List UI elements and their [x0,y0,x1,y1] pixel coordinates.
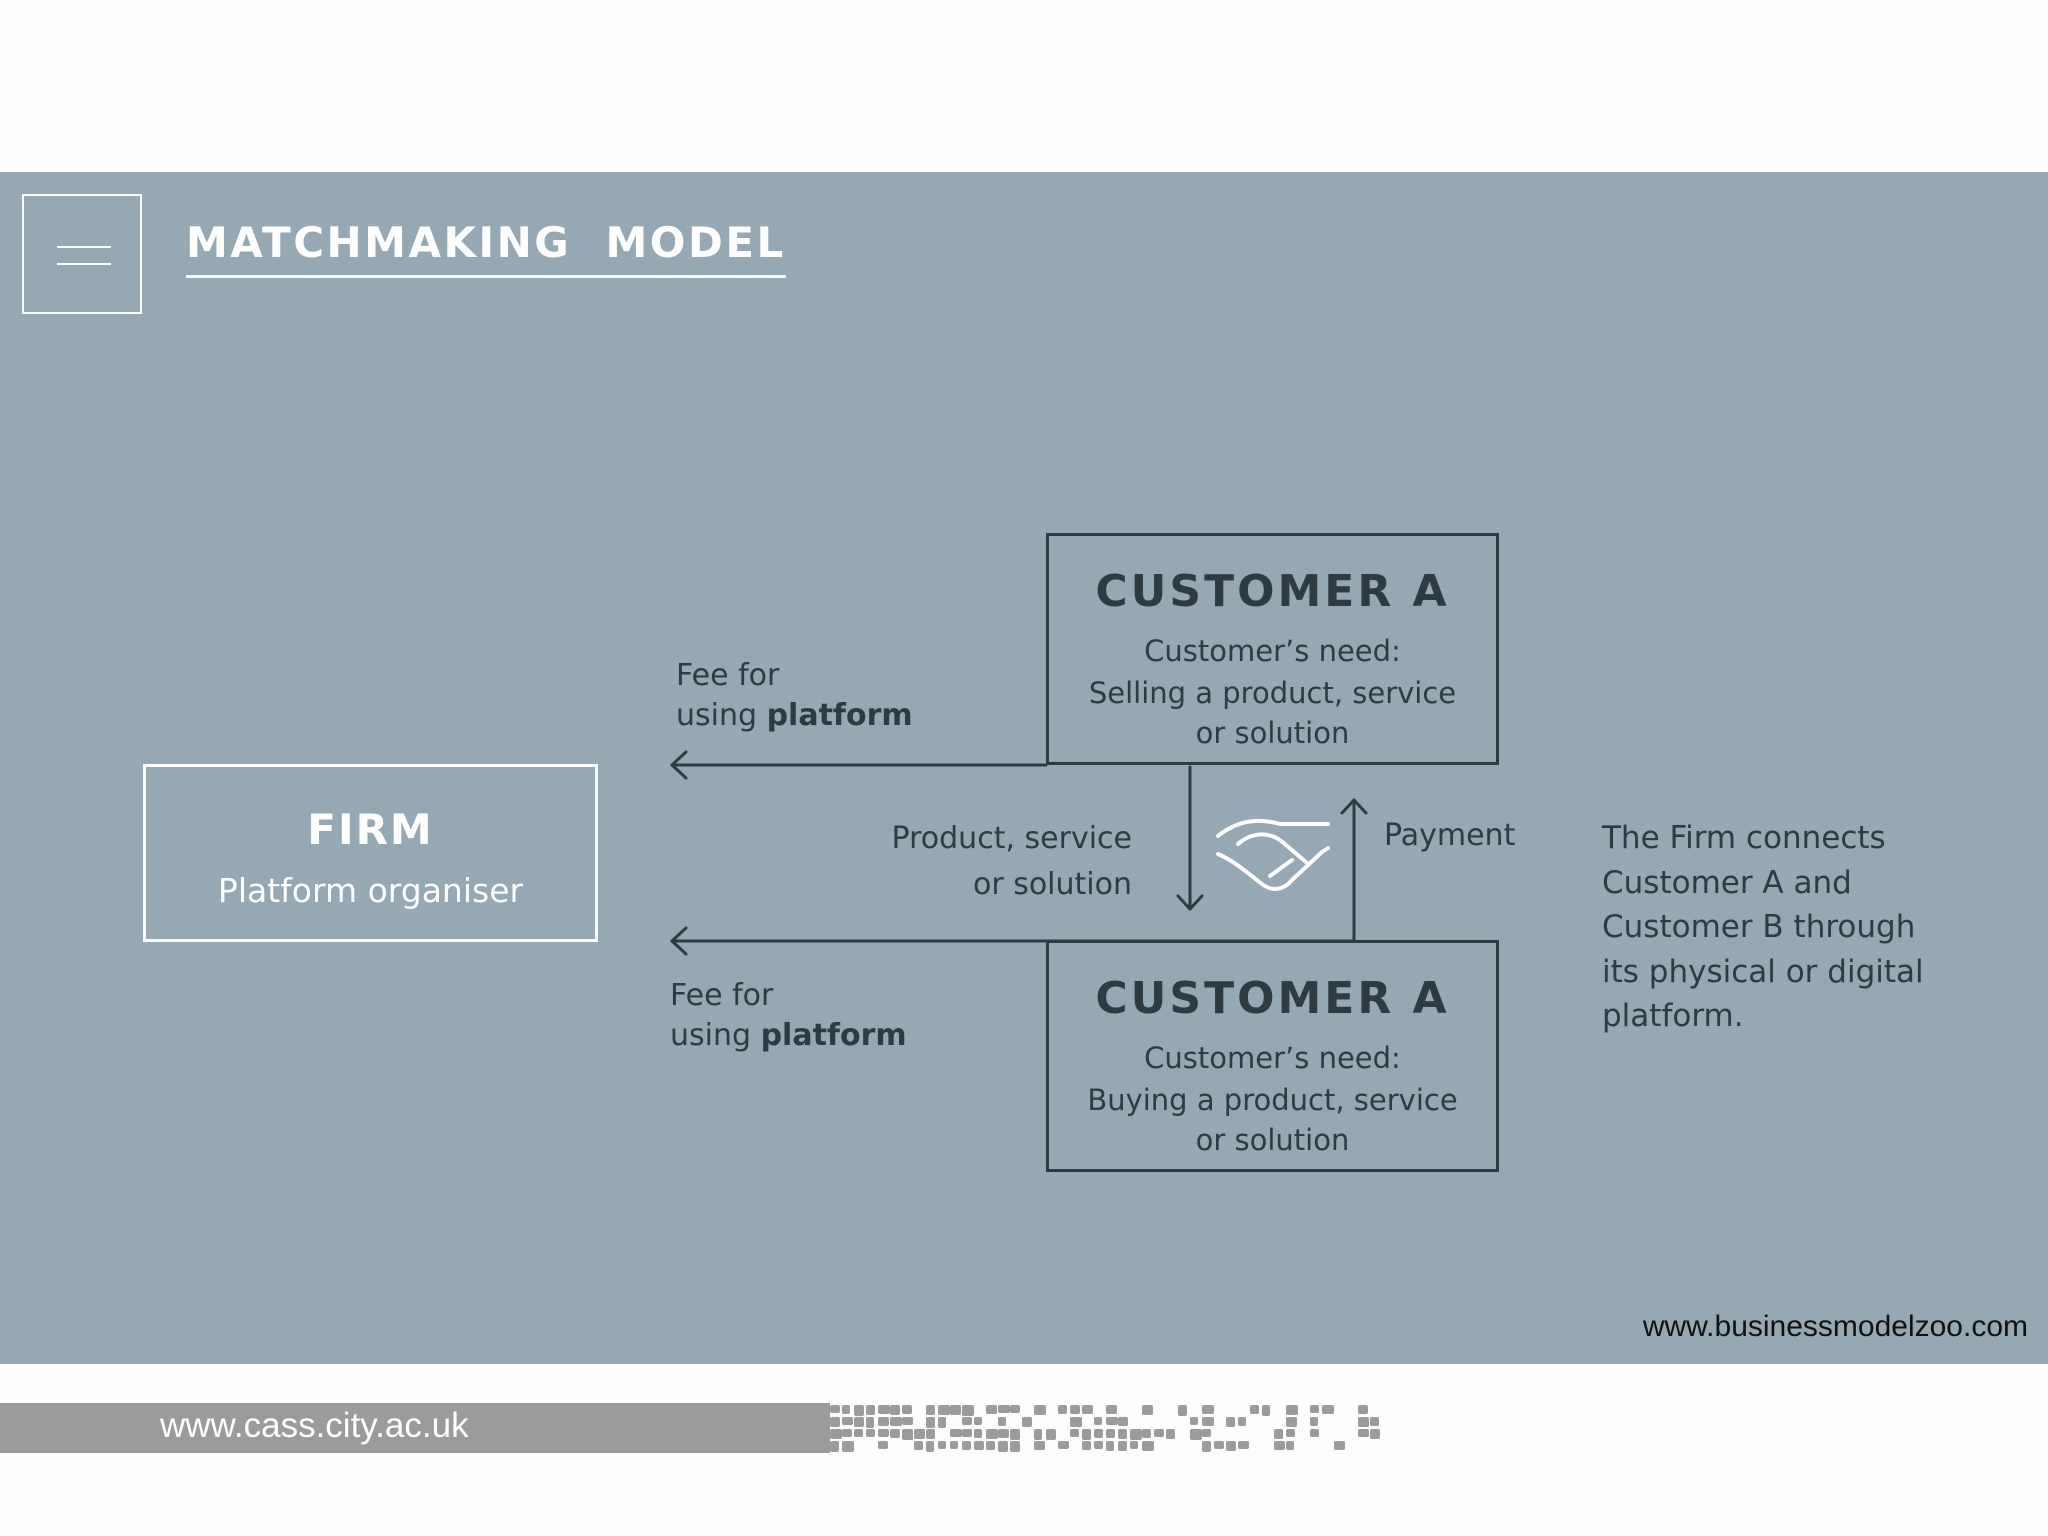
menu-button[interactable] [22,194,142,314]
side-note: The Firm connects Customer A and Custome… [1602,820,1924,1034]
fee-arrowhead-top [670,750,688,780]
customer-need-text: Selling a product, service [1088,676,1457,710]
customer-need-text-cont: or solution [1195,716,1350,750]
firm-title: FIRM [307,805,434,854]
customer-need-label: Customer’s need: [1144,1041,1401,1075]
firm-subtitle: Platform organiser [217,871,524,910]
footer-decorative-pattern [830,1405,1380,1452]
source-credit: www.businessmodelzoo.com [1642,1310,2028,1343]
fee-label-bottom: Fee for using platform [670,978,907,1053]
payment-label: Payment [1384,818,1516,853]
customer-need-text-cont: or solution [1195,1123,1350,1157]
customer-box-buyer: CUSTOMER A Customer’s need: Buying a pro… [1046,940,1499,1172]
fee-arrowhead-bottom [670,926,688,956]
firm-box: FIRM Platform organiser [143,764,598,942]
product-arrowhead [1176,894,1204,911]
slide-panel: MATCHMAKING MODEL FIRM Platform o [0,172,2048,1364]
handshake-icon [1216,818,1330,891]
payment-arrowhead [1340,798,1368,815]
diagram-connectors [670,750,1368,956]
customer-title: CUSTOMER A [1095,566,1450,617]
customer-title: CUSTOMER A [1095,973,1450,1024]
customer-need-label: Customer’s need: [1144,634,1401,668]
slide-title: MATCHMAKING MODEL [186,218,786,278]
footer-bar [0,1403,830,1453]
footer-url: www.cass.city.ac.uk [160,1406,469,1445]
customer-need-text: Buying a product, service [1087,1083,1458,1117]
fee-label-top: Fee for using platform [676,658,913,733]
product-flow-label: Product, service or solution [891,821,1132,902]
customer-box-seller: CUSTOMER A Customer’s need: Selling a pr… [1046,533,1499,765]
